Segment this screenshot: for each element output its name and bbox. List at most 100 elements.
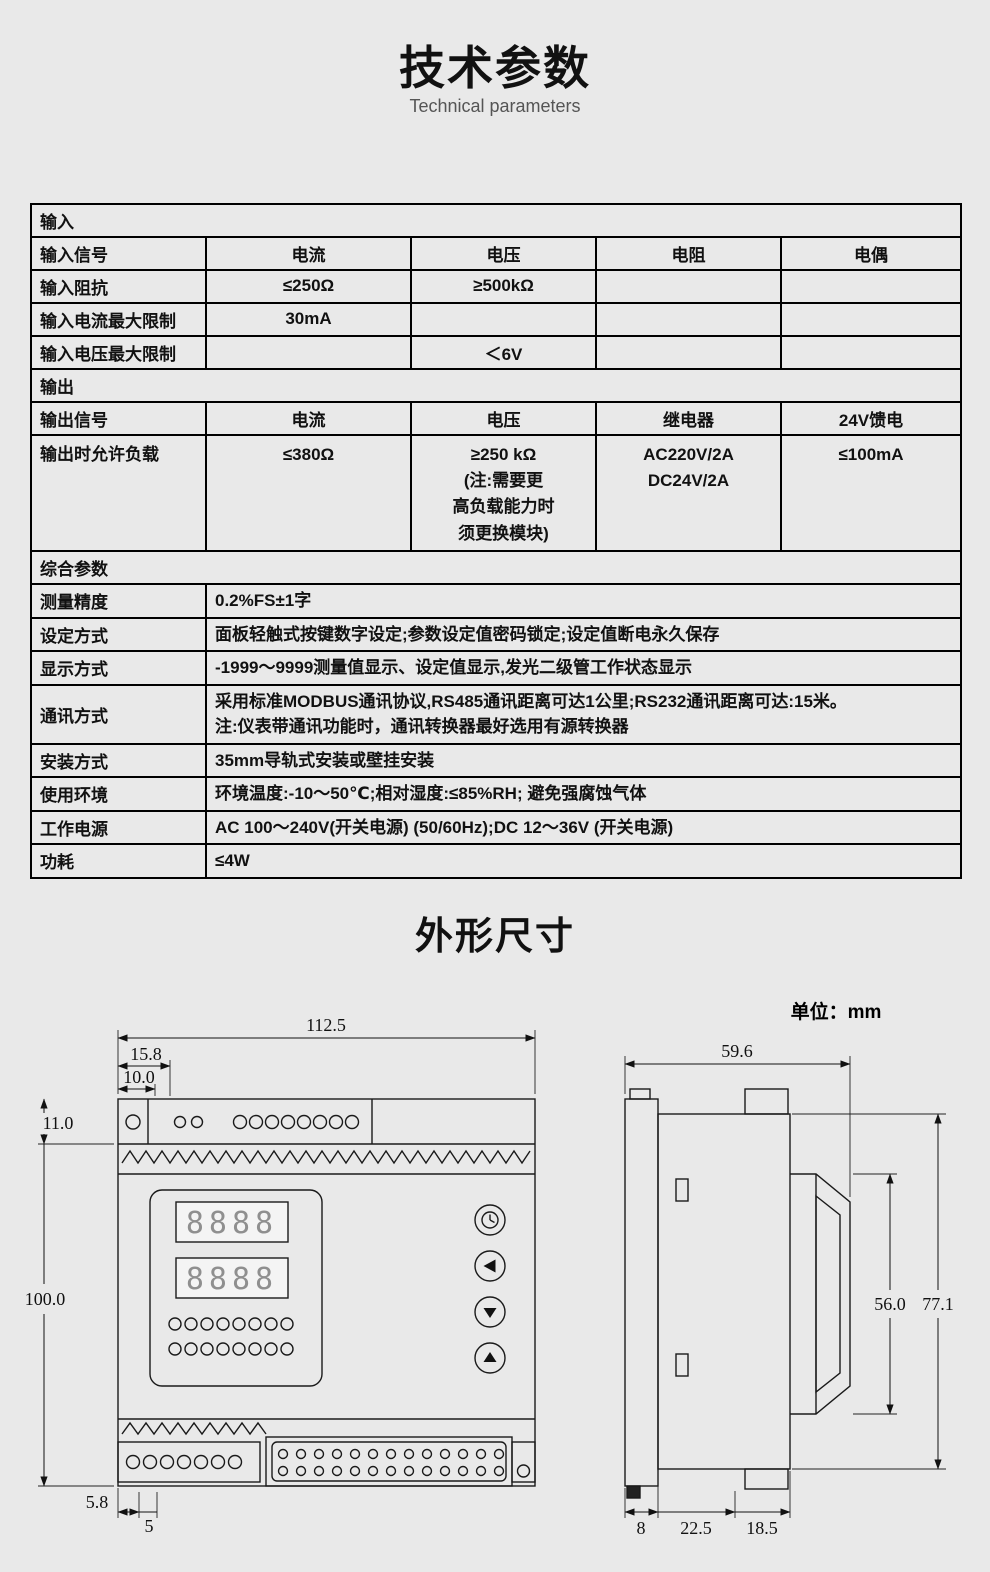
front-bezel-profile — [790, 1172, 851, 1415]
clock-icon — [481, 1210, 499, 1229]
dim-front-offset-b: 10.0 — [123, 1067, 155, 1087]
section-header-input: 输入 — [29, 202, 963, 238]
top-terminal-screws — [125, 1113, 360, 1130]
dim-side-panel-height: 56.0 — [874, 1294, 906, 1314]
section-title-dimensions: 外形尺寸 — [414, 915, 575, 958]
dim-front-total-height: 100.0 — [25, 1289, 66, 1309]
spec-value: 环境温度:-10～50℃;相对湿度:≤85%RH; 避免强腐蚀气体 — [204, 776, 963, 812]
spec-value: 电偶 — [779, 235, 963, 271]
dim-front-offset-a: 15.8 — [130, 1044, 162, 1064]
spec-value: AC 100～240V(开关电源) (50/60Hz);DC 12～36V (开… — [204, 809, 963, 846]
table-row: 综合参数 — [29, 550, 963, 586]
down-arrow-icon — [483, 1307, 497, 1318]
table-row: 输出 — [29, 367, 963, 403]
dim-side-seg-c: 18.5 — [746, 1518, 778, 1538]
spec-value — [410, 301, 597, 337]
table-row: 测量精度 0.2%FS±1字 — [30, 583, 963, 619]
section-header-general: 综合参数 — [29, 550, 963, 586]
section-header-output: 输出 — [29, 367, 963, 403]
page-subtitle: Technical parameters — [409, 95, 581, 116]
spec-value: ≥250 kΩ (注:需要更 高负载能力时 须更换模块) — [410, 433, 597, 553]
side-dimensions: 单位：mm 59.6 56.0 77.1 8 22.5 18.5 — [624, 1000, 954, 1538]
dim-front-total-width: 112.5 — [306, 1015, 346, 1035]
spec-value: 电流 — [205, 400, 412, 436]
spec-value: 采用标准MODBUS通讯协议,RS485通讯距离可达1公里;RS232通讯距离可… — [204, 683, 963, 745]
device-side-body — [657, 1112, 791, 1470]
spec-value: AC220V/2A DC24V/2A — [595, 433, 782, 553]
spec-value: 24V馈电 — [779, 400, 963, 436]
spec-value: 电压 — [410, 400, 597, 436]
bottom-ventilation-zigzag — [121, 1421, 267, 1435]
dim-side-total-width: 59.6 — [721, 1041, 753, 1061]
spec-label: 输入电压最大限制 — [30, 334, 207, 370]
spec-label: 设定方式 — [30, 616, 207, 653]
table-row: 安装方式 35mm导轨式安装或壁挂安装 — [30, 742, 963, 779]
front-view-drawing: 8888 8888 112.5 15.8 10.0 11.0 100.0 — [25, 1015, 536, 1536]
dimension-drawings: 8888 8888 112.5 15.8 10.0 11.0 100.0 — [25, 1000, 954, 1538]
display-panel — [149, 1188, 323, 1387]
upper-display-digits: 8888 — [186, 1206, 278, 1241]
panel-buttons — [474, 1203, 506, 1374]
dim-side-seg-a: 8 — [637, 1518, 646, 1538]
din-rail-backplate — [624, 1097, 659, 1487]
shift-button — [474, 1249, 506, 1282]
spec-value — [595, 334, 782, 370]
spec-value: ≤250Ω — [205, 268, 412, 304]
spec-value: 30mA — [205, 301, 412, 337]
top-ventilation-zigzag — [121, 1149, 531, 1164]
spec-label: 安装方式 — [30, 742, 207, 779]
front-dimensions: 112.5 15.8 10.0 11.0 100.0 5.8 5 — [25, 1015, 536, 1536]
lower-display-digits: 8888 — [186, 1262, 278, 1297]
spec-value: ＜6V — [410, 334, 597, 370]
up-arrow-icon — [483, 1351, 497, 1362]
spec-value: ≤4W — [204, 843, 963, 879]
spec-value: 电压 — [410, 235, 597, 271]
spec-value — [779, 334, 963, 370]
connector-block — [265, 1435, 513, 1487]
bottom-terminal-screws — [125, 1454, 243, 1469]
left-arrow-icon — [483, 1259, 496, 1273]
spec-value: ≥500kΩ — [410, 268, 597, 304]
spec-label: 显示方式 — [30, 650, 207, 686]
table-row: 显示方式 -1999～9999测量值显示、设定值显示,发光二级管工作状态显示 — [30, 650, 963, 686]
spec-label: 工作电源 — [30, 809, 207, 846]
spec-label: 功耗 — [30, 843, 207, 879]
page-title: 技术参数 — [399, 42, 591, 94]
spec-value — [779, 301, 963, 337]
dim-side-total-height: 77.1 — [922, 1294, 954, 1314]
table-row: 输入信号 电流 电压 电阻 电偶 — [30, 235, 963, 271]
connector-pins — [277, 1448, 505, 1476]
spec-value: 电阻 — [595, 235, 782, 271]
spec-value: ≤100mA — [779, 433, 963, 553]
unit-label: 单位：mm — [791, 1000, 882, 1023]
decrease-button — [474, 1295, 506, 1328]
spec-label: 输出信号 — [30, 400, 207, 436]
spec-value: -1999～9999测量值显示、设定值显示,发光二级管工作状态显示 — [204, 650, 963, 686]
din-clip-foot — [626, 1484, 641, 1499]
spec-label: 输出时允许负载 — [30, 433, 207, 553]
spec-table: 输入 输入信号 电流 电压 电阻 电偶 输入阻抗 ≤250Ω ≥500kΩ 输入… — [29, 202, 963, 879]
spec-value: 继电器 — [595, 400, 782, 436]
table-row: 输入电流最大限制 30mA — [30, 301, 963, 337]
upper-display — [175, 1200, 289, 1243]
lower-display — [175, 1256, 289, 1299]
spec-value: 电流 — [205, 235, 412, 271]
table-row: 通讯方式 采用标准MODBUS通讯协议,RS485通讯距离可达1公里;RS232… — [30, 683, 963, 745]
table-row: 输出信号 电流 电压 继电器 24V馈电 — [30, 400, 963, 436]
dim-front-pitch: 5 — [145, 1516, 154, 1536]
spec-value: 0.2%FS±1字 — [204, 583, 963, 619]
title-block: 技术参数 Technical parameters — [0, 0, 990, 117]
spec-label: 输入电流最大限制 — [30, 301, 207, 337]
increase-button — [474, 1341, 506, 1374]
table-row: 设定方式 面板轻触式按键数字设定;参数设定值密码锁定;设定值断电永久保存 — [30, 616, 963, 653]
spec-value — [595, 301, 782, 337]
spec-label: 输入阻抗 — [30, 268, 207, 304]
table-row: 输入电压最大限制 ＜6V — [30, 334, 963, 370]
table-row: 工作电源 AC 100～240V(开关电源) (50/60Hz);DC 12～3… — [30, 809, 963, 846]
led-indicators — [168, 1316, 294, 1356]
table-row: 使用环境 环境温度:-10～50℃;相对湿度:≤85%RH; 避免强腐蚀气体 — [30, 776, 963, 812]
table-row: 输入阻抗 ≤250Ω ≥500kΩ — [30, 268, 963, 304]
spec-value — [595, 268, 782, 304]
dim-front-bottom-offset: 5.8 — [86, 1492, 109, 1512]
dim-side-seg-b: 22.5 — [680, 1518, 712, 1538]
